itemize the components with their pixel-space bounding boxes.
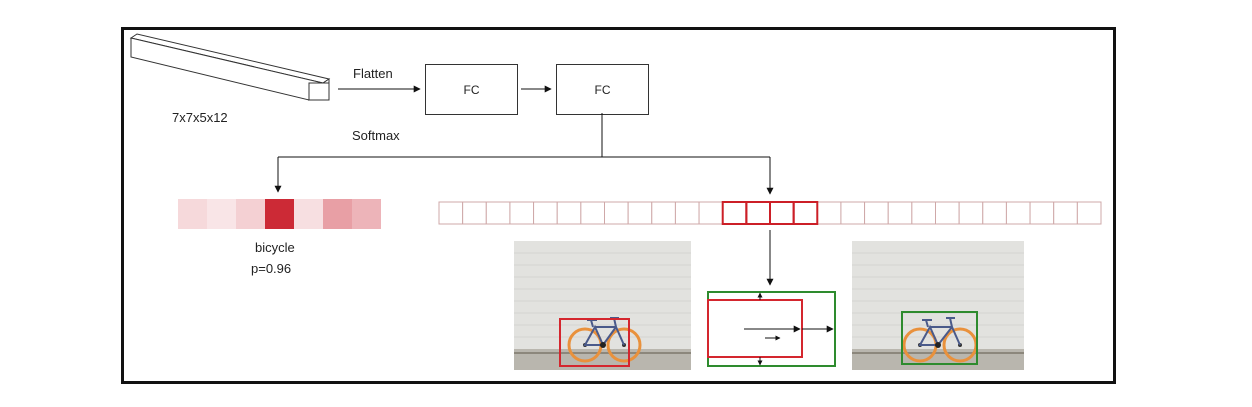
brick-wall-pattern (514, 252, 691, 338)
class-score-vector (178, 199, 381, 229)
offset-diagram (707, 291, 836, 367)
regression-cell (509, 201, 535, 225)
regression-cell (982, 201, 1007, 225)
refined-box (901, 311, 978, 365)
regression-cell-highlight (792, 201, 819, 225)
regression-cell (935, 201, 960, 225)
regression-cell (1029, 201, 1055, 225)
bicycle-photo-proposal (514, 241, 691, 370)
regression-cell (887, 201, 913, 225)
regression-cell (462, 201, 487, 225)
flatten-label: Flatten (353, 66, 393, 81)
regression-cell (651, 201, 676, 225)
bicycle-icon (567, 317, 642, 363)
regression-cell (485, 201, 511, 225)
regression-cell (793, 201, 818, 225)
photo-background (852, 241, 1024, 370)
regression-cell (840, 201, 866, 225)
regression-cell (556, 201, 582, 225)
brick-wall-pattern (852, 252, 1024, 338)
feature-tensor-bar (129, 33, 331, 101)
proposal-box (559, 318, 630, 367)
regression-cell (722, 201, 747, 225)
regression-cell (533, 201, 558, 225)
regression-cell (674, 201, 700, 225)
class-score-cell-top (265, 199, 294, 229)
regression-cell (769, 201, 795, 225)
tensor-shape-label: 7x7x5x12 (172, 110, 228, 125)
bicycle-icon (902, 317, 978, 363)
bicycle-photo-refined (852, 241, 1024, 370)
sidewalk (852, 349, 1024, 370)
tensor-bar-end-face (308, 82, 330, 101)
regression-cell (958, 201, 984, 225)
regression-cell (1053, 201, 1078, 225)
regression-cell (580, 201, 605, 225)
class-score-cell (178, 199, 207, 229)
regression-vector (438, 201, 1102, 225)
tensor-bar-front-face (130, 37, 324, 101)
regression-cell (745, 201, 771, 225)
figure-frame (121, 27, 1116, 384)
regression-cell (698, 201, 724, 225)
class-score-cell (294, 199, 323, 229)
sidewalk (514, 349, 691, 370)
class-score-cell (352, 199, 381, 229)
class-score-cell (207, 199, 236, 229)
fc-block-1: FC (425, 64, 518, 115)
regression-cell (627, 201, 653, 225)
class-score-cell (323, 199, 352, 229)
regression-cell (438, 201, 464, 225)
class-probability-label: p=0.96 (251, 261, 292, 276)
regression-cell (864, 201, 889, 225)
softmax-label: Softmax (352, 128, 400, 143)
regression-cell (816, 201, 842, 225)
fc-block-2: FC (556, 64, 649, 115)
photo-background (514, 241, 691, 370)
regression-cell (911, 201, 936, 225)
regression-cell (1076, 201, 1102, 225)
regression-cell (1005, 201, 1031, 225)
class-name-label: bicycle (255, 240, 295, 255)
regression-cell (604, 201, 629, 225)
class-score-cell (236, 199, 265, 229)
